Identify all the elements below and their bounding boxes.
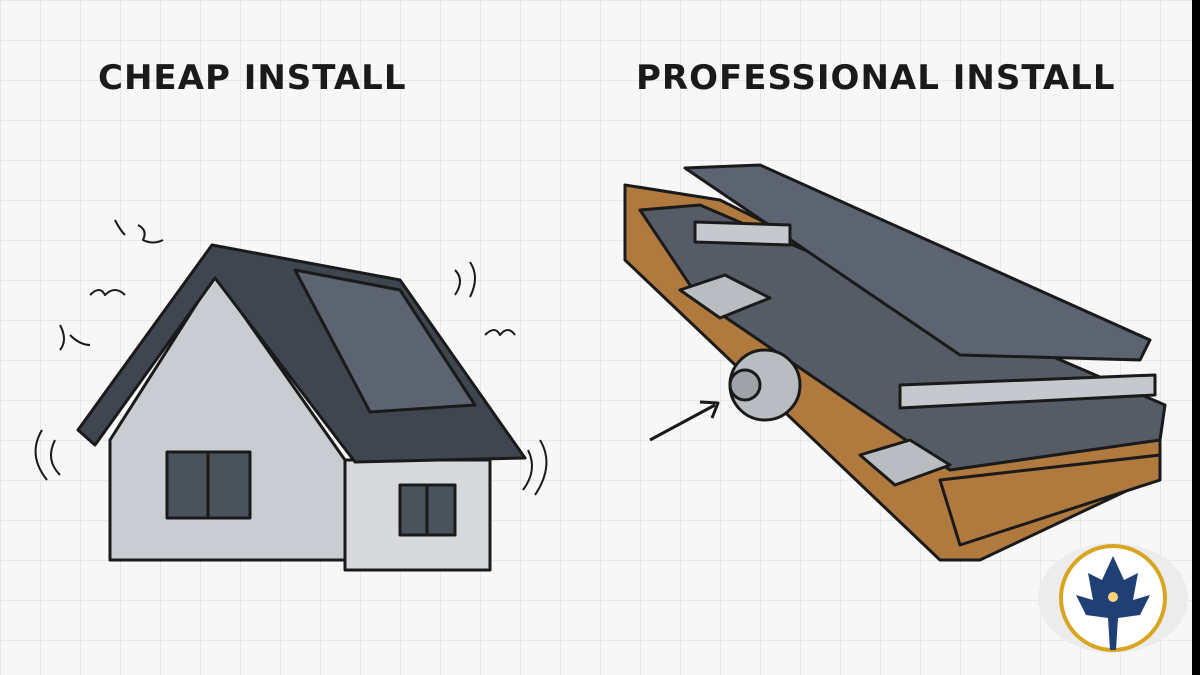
cheap-install-title: CHEAP INSTALL bbox=[98, 58, 407, 98]
professional-roof bbox=[623, 163, 1167, 562]
cheap-house bbox=[34, 219, 548, 572]
right-edge-bar bbox=[1192, 0, 1200, 675]
maple-leaf-logo bbox=[1038, 543, 1188, 653]
professional-install-title: PROFESSIONAL INSTALL bbox=[636, 58, 1116, 98]
